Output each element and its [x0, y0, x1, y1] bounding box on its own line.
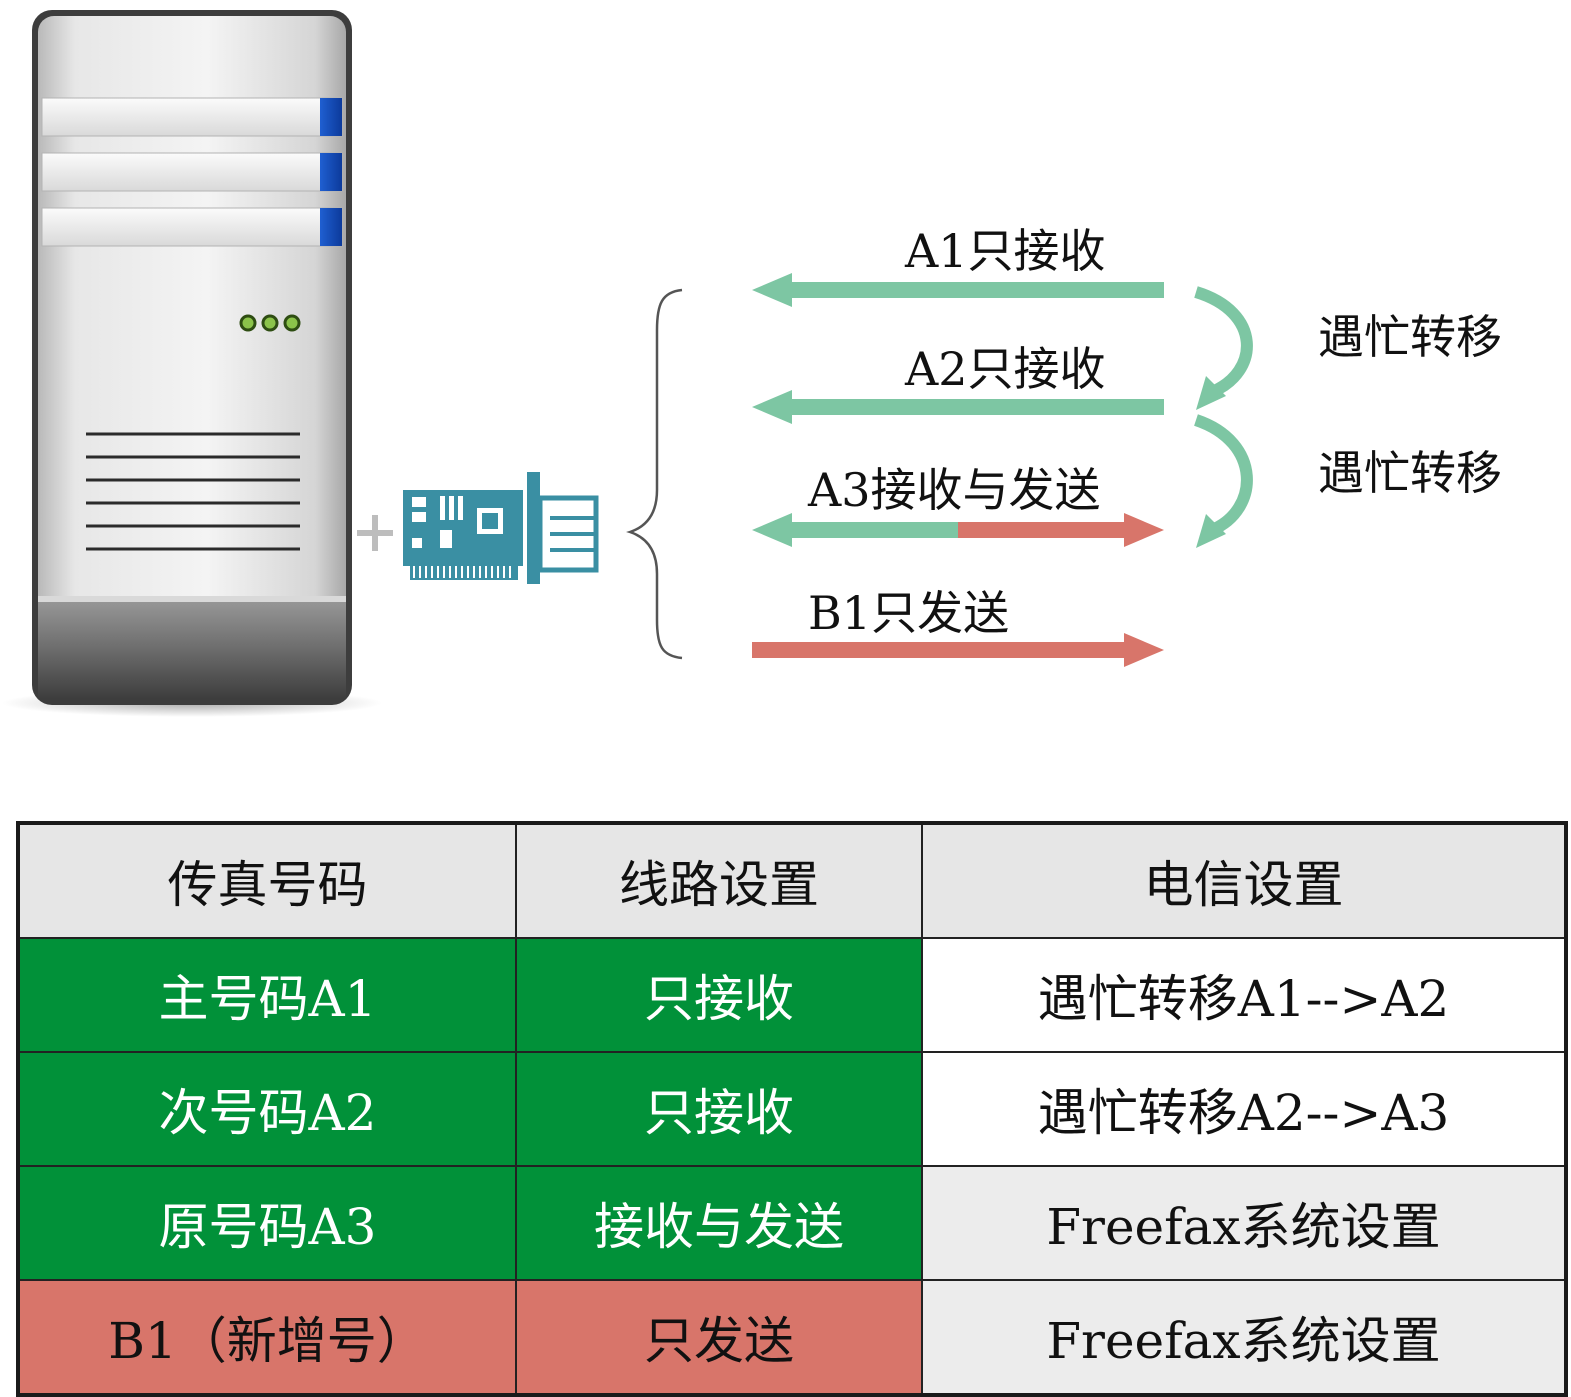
line-arrows	[752, 273, 1164, 667]
telecom-setting-cell: 遇忙转移A2-->A3	[921, 1051, 1567, 1167]
fax-card-icon	[403, 472, 599, 584]
brace-icon	[626, 288, 683, 660]
table-row: 原号码A3 接收与发送 Freefax系统设置	[17, 1165, 1567, 1281]
busy-transfer-arrow-2	[1193, 414, 1253, 548]
fax-number-cell: 原号码A3	[17, 1165, 517, 1281]
line-setting-cell: 只发送	[515, 1279, 923, 1396]
table-row: B1（新增号） 只发送 Freefax系统设置	[17, 1279, 1567, 1396]
server-icon	[2, 10, 382, 717]
table-row: 主号码A1 只接收 遇忙转移A1-->A2	[17, 937, 1567, 1053]
line-label-a2: A2只接收	[905, 342, 1106, 396]
line-setting-cell: 只接收	[515, 937, 923, 1053]
line-arrow-a3-send	[958, 513, 1164, 547]
header-line-setting: 线路设置	[515, 822, 923, 939]
line-setting-cell: 接收与发送	[515, 1165, 923, 1281]
telecom-setting-cell: 遇忙转移A1-->A2	[921, 937, 1567, 1053]
fax-number-cell: 主号码A1	[17, 937, 517, 1053]
table-header-row: 传真号码 线路设置 电信设置	[17, 822, 1567, 939]
busy-transfer-label-1: 遇忙转移	[1318, 310, 1502, 364]
line-arrow-a1-receive	[752, 273, 1164, 307]
telecom-setting-cell: Freefax系统设置	[921, 1279, 1567, 1396]
vent-grille	[86, 432, 300, 551]
drive-bays	[41, 97, 343, 247]
line-arrow-b1-send	[752, 633, 1164, 667]
table-row: 次号码A2 只接收 遇忙转移A2-->A3	[17, 1051, 1567, 1167]
busy-transfer-label-2: 遇忙转移	[1318, 446, 1502, 500]
busy-transfer-arrow-1	[1194, 286, 1253, 410]
plus-icon	[357, 515, 393, 551]
line-setting-cell: 只接收	[515, 1051, 923, 1167]
fax-number-cell: B1（新增号）	[17, 1279, 517, 1396]
diagram-graphics	[2, 10, 1253, 717]
telecom-setting-cell: Freefax系统设置	[921, 1165, 1567, 1281]
line-arrow-a2-receive	[752, 390, 1164, 424]
fax-line-diagram: A1只接收 A2只接收 A3接收与发送 B1只发送 遇忙转移 遇忙转移	[2, 10, 1502, 717]
line-label-b1: B1只发送	[808, 586, 1010, 640]
fax-settings-table: 传真号码 线路设置 电信设置 主号码A1 只接收 遇忙转移A1-->A2 次号码…	[16, 821, 1568, 1397]
line-label-a3: A3接收与发送	[808, 463, 1101, 517]
line-arrow-a3-receive	[752, 513, 958, 547]
header-telecom-setting: 电信设置	[921, 822, 1567, 939]
status-lights-icon	[239, 314, 301, 332]
header-fax-number: 传真号码	[17, 822, 517, 939]
line-label-a1: A1只接收	[905, 224, 1106, 278]
fax-number-cell: 次号码A2	[17, 1051, 517, 1167]
